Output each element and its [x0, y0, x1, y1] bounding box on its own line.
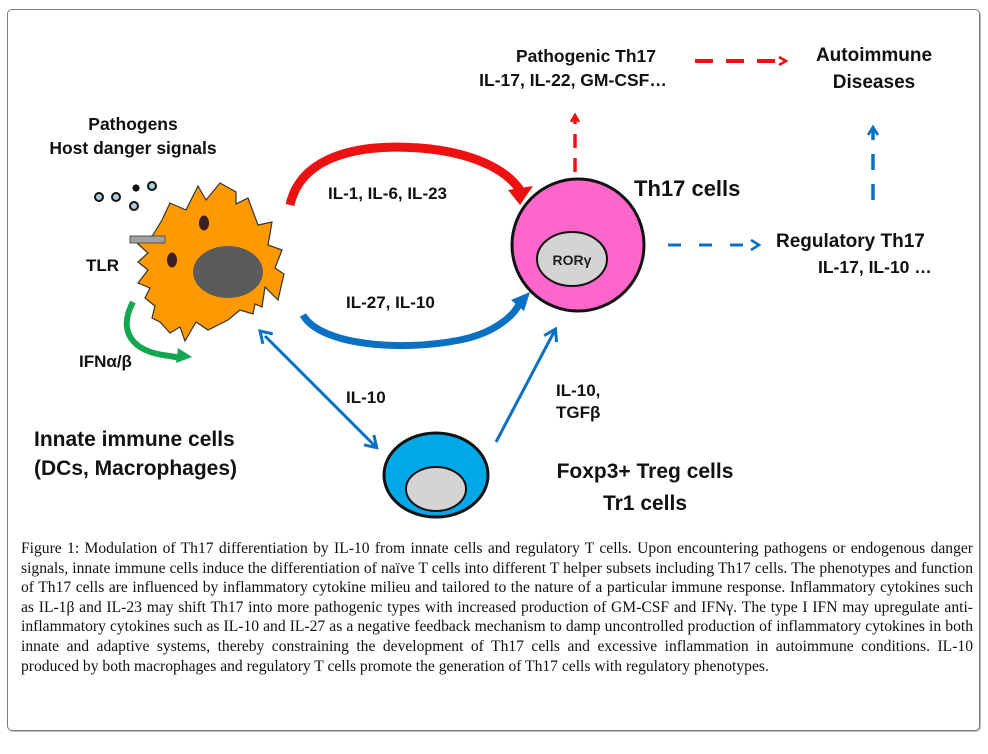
innate-cells-label: Innate immune cells	[34, 428, 235, 451]
inflammatory-arrowhead-icon	[508, 186, 533, 205]
innate-treg-arrow	[265, 336, 376, 447]
pathogenic-cytokines-label: IL-17, IL-22, GM-CSF…	[479, 70, 667, 90]
inflammatory-arrow	[285, 142, 524, 207]
tlr-label: TLR	[86, 256, 119, 275]
anti-inflammatory-cytokines-label: IL-27, IL-10	[346, 293, 435, 312]
regulatory-cytokines-label: IL-17, IL-10 …	[818, 257, 932, 277]
innate-nucleus	[193, 246, 263, 298]
ifn-arrowhead-icon	[176, 348, 192, 363]
host-danger-signals-label: Host danger signals	[49, 138, 217, 158]
anti-inflammatory-arrowhead-icon	[511, 292, 530, 311]
innate-cells-sublabel: (DCs, Macrophages)	[34, 457, 237, 480]
figure-caption: Figure 1: Modulation of Th17 differentia…	[21, 539, 973, 676]
regulatory-th17-label: Regulatory Th17	[776, 231, 925, 252]
pathogen-particles	[94, 181, 157, 211]
caption-body: Upon encountering pathogens or endogenou…	[21, 540, 973, 675]
th17-nucleus	[536, 231, 608, 287]
figure-frame	[7, 9, 980, 731]
tr1-cells-label: Tr1 cells	[603, 492, 687, 515]
diseases-label: Diseases	[833, 72, 915, 93]
granule	[167, 252, 177, 268]
inflammatory-cytokines-label: IL-1, IL-6, IL-23	[328, 184, 447, 203]
ifn-label: IFNα/β	[79, 352, 132, 371]
treg-th17-arrow	[494, 330, 555, 443]
caption-title: Figure 1: Modulation of Th17 differentia…	[21, 540, 632, 557]
pathogenic-th17-label: Pathogenic Th17	[516, 46, 656, 66]
treg-cytokines-label-2: TGFβ	[556, 403, 600, 422]
pathogens-label: Pathogens	[88, 114, 178, 134]
treg-cells-label: Foxp3+ Treg cells	[557, 460, 734, 483]
ifn-feedback-arrow	[123, 300, 181, 361]
immune-diagram: Pathogens Host danger signals TLR IFNα/β…	[34, 45, 932, 519]
granule	[199, 215, 209, 231]
autoimmune-label: Autoimmune	[816, 45, 932, 66]
tlr-receptor-icon	[129, 235, 166, 244]
rorgamma-label: RORγ	[553, 252, 592, 268]
th17-cells-label: Th17 cells	[634, 176, 740, 201]
il10-label: IL-10	[346, 388, 386, 407]
treg-nucleus	[405, 466, 467, 512]
treg-cytokines-label: IL-10,	[556, 381, 600, 400]
